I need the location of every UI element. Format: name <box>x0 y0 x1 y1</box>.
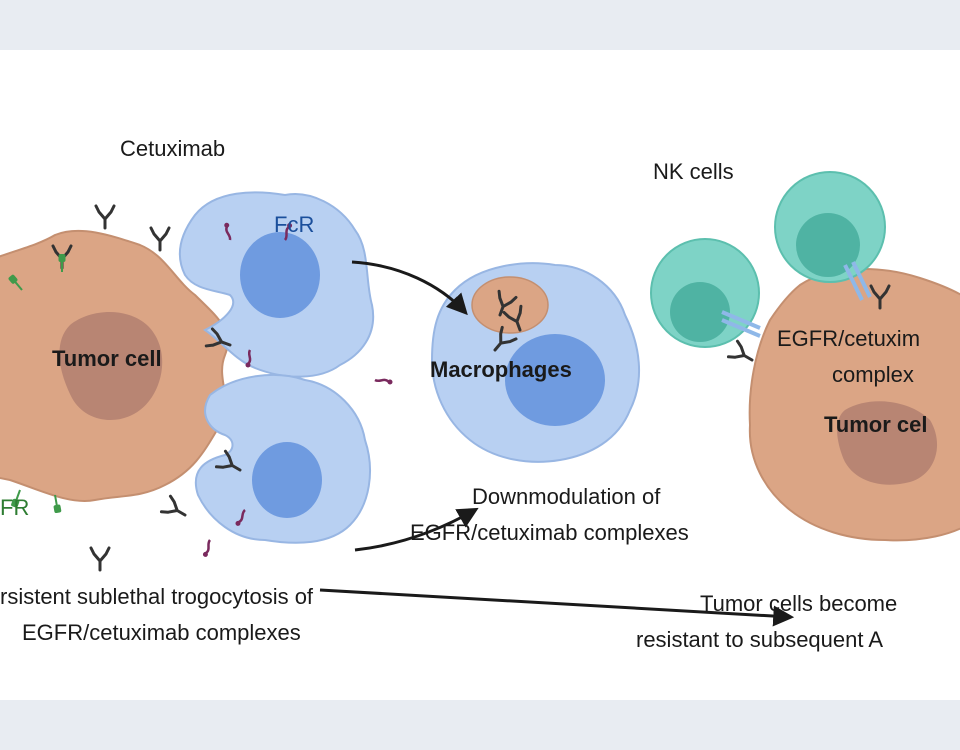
label-trogocytosis-line1: rsistent sublethal trogocytosis of <box>0 584 314 609</box>
label-downmod-line1: Downmodulation of <box>472 484 661 509</box>
long-timeline-arrow <box>319 588 795 627</box>
label-cetuximab: Cetuximab <box>120 136 226 161</box>
label-tumor-cell-right: Tumor cel <box>824 412 928 437</box>
label-downmod-line2: EGFR/cetuximab complexes <box>410 520 689 545</box>
arrow-from-lower-macrophage <box>354 507 479 552</box>
top-band <box>0 0 960 50</box>
label-macrophages: Macrophages <box>430 357 572 382</box>
macrophage-upper-left <box>178 191 375 378</box>
bottom-band <box>0 700 960 750</box>
arrow-to-macrophage <box>351 260 468 316</box>
tumor-cell-right <box>748 268 960 542</box>
nk-cell-left <box>650 238 761 348</box>
macrophage-center <box>430 262 640 463</box>
label-fcr: FcR <box>274 212 315 237</box>
label-resist-line1: Tumor cells become <box>700 591 898 616</box>
macrophage-lower-left <box>194 374 371 544</box>
label-resist-line2: resistant to subsequent A <box>636 627 884 652</box>
nk-cell-right <box>774 171 886 301</box>
label-complex-line2: complex <box>832 362 914 387</box>
diagram-canvas <box>0 171 960 627</box>
label-trogocytosis-line2: EGFR/cetuximab complexes <box>22 620 301 645</box>
diagram-figure: Cetuximab FcR Tumor cell FR Macrophages … <box>0 50 960 700</box>
label-nk-cells: NK cells <box>653 159 734 184</box>
label-egfr-left: FR <box>0 495 30 520</box>
tumor-cell-left <box>0 229 229 502</box>
label-complex-line1: EGFR/cetuxim <box>777 326 921 351</box>
label-tumor-cell-left: Tumor cell <box>52 346 162 371</box>
